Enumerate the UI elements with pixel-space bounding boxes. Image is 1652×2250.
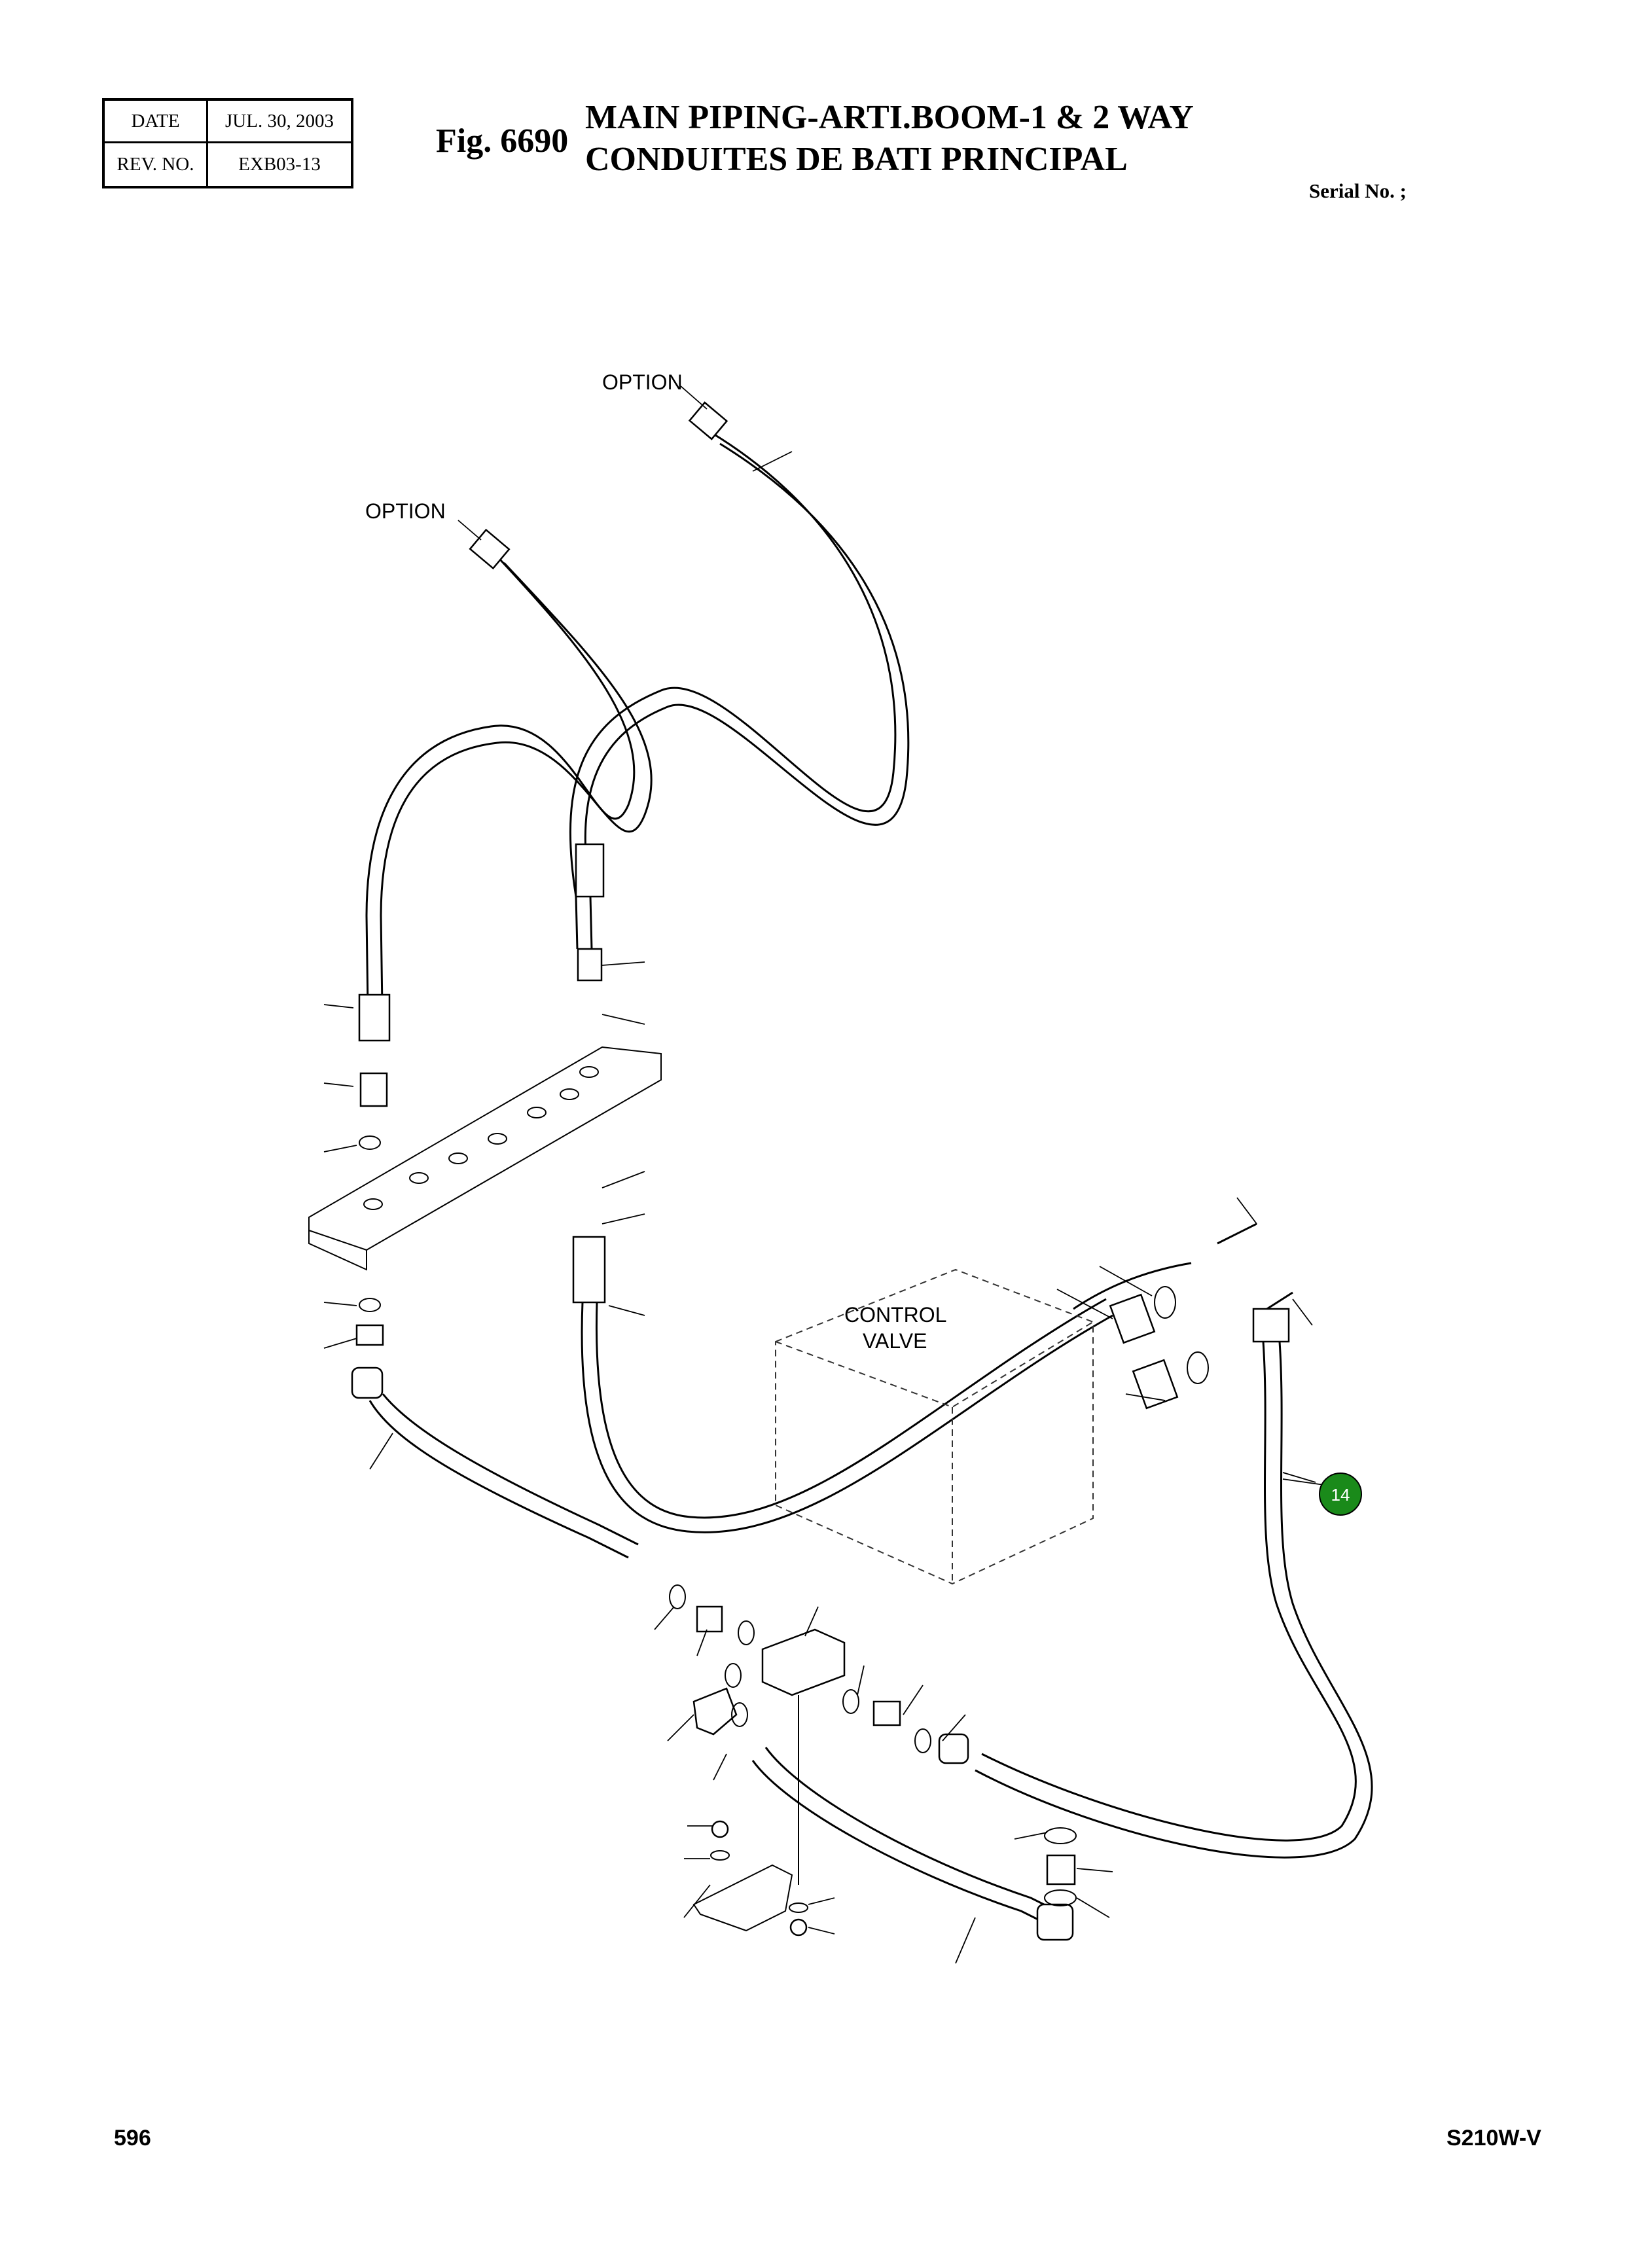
washer <box>710 1850 730 1861</box>
adapter <box>872 1700 901 1726</box>
hose-crimp <box>575 843 605 898</box>
control-valve-label-line1: CONTROL <box>844 1303 946 1327</box>
bracket <box>692 1864 793 1932</box>
o-ring <box>914 1728 931 1753</box>
option-label-left: OPTION <box>365 499 446 523</box>
adapter <box>577 948 603 982</box>
flange-block <box>1132 1359 1179 1410</box>
figure-number: Fig. 6690 <box>436 122 569 160</box>
control-valve-hose <box>581 1302 1113 1533</box>
washer <box>789 1902 808 1913</box>
page-number: 596 <box>114 2126 151 2151</box>
o-ring <box>738 1620 755 1645</box>
hose-14 <box>981 1341 1357 1842</box>
option-hose-upper <box>569 431 897 950</box>
rev-label: REV. NO. <box>105 143 208 186</box>
callout-badge-number: 14 <box>1331 1485 1350 1505</box>
o-ring <box>359 1298 381 1312</box>
control-valve-box <box>775 1268 1094 1585</box>
lower-hose <box>751 1760 1061 1932</box>
hose-nut <box>351 1366 384 1399</box>
adapter <box>359 1072 388 1107</box>
option-hose-left <box>365 548 636 1009</box>
o-ring <box>725 1663 742 1688</box>
model-number: S210W-V <box>1446 2126 1541 2151</box>
leader-lines <box>323 385 1329 1964</box>
o-ring <box>669 1584 686 1609</box>
adapter <box>1046 1854 1076 1885</box>
elbow-fitting <box>1252 1308 1290 1343</box>
flange-ring <box>1154 1286 1176 1319</box>
callout-badge-14[interactable]: 14 <box>1319 1473 1362 1516</box>
option-label-top: OPTION <box>602 370 683 394</box>
o-ring <box>1044 1827 1077 1844</box>
bolt-head <box>711 1820 729 1838</box>
control-valve-label-line2: VALVE <box>863 1329 927 1353</box>
bolt <box>1217 1223 1257 1245</box>
adapter <box>696 1605 723 1633</box>
date-value: JUL. 30, 2003 <box>208 101 351 143</box>
page-subtitle: CONDUITES DE BATI PRINCIPAL <box>585 141 1128 178</box>
rev-value: EXB03-13 <box>238 154 321 175</box>
flange-block <box>1109 1293 1156 1344</box>
flange-ring <box>1187 1351 1209 1384</box>
tee-block <box>761 1628 846 1696</box>
hose-nut <box>688 401 728 440</box>
bolt-head <box>789 1918 808 1937</box>
hose-nut <box>1036 1903 1074 1941</box>
o-ring <box>359 1135 381 1150</box>
revision-info-box: DATE JUL. 30, 2003 REV. NO. EXB03-13 <box>102 98 353 188</box>
date-label: DATE <box>105 101 208 143</box>
nut <box>355 1324 384 1346</box>
o-ring <box>842 1689 859 1714</box>
hose-crimp <box>358 993 391 1042</box>
page-title: MAIN PIPING-ARTI.BOOM-1 & 2 WAY <box>585 99 1194 136</box>
hose-nut <box>938 1733 969 1764</box>
lower-left-hose <box>368 1400 629 1559</box>
elbow-fitting <box>692 1687 738 1736</box>
serial-number-label: Serial No. ; <box>1309 179 1407 202</box>
hose-crimp <box>572 1236 606 1304</box>
o-ring <box>1044 1889 1077 1906</box>
o-ring <box>731 1702 748 1727</box>
